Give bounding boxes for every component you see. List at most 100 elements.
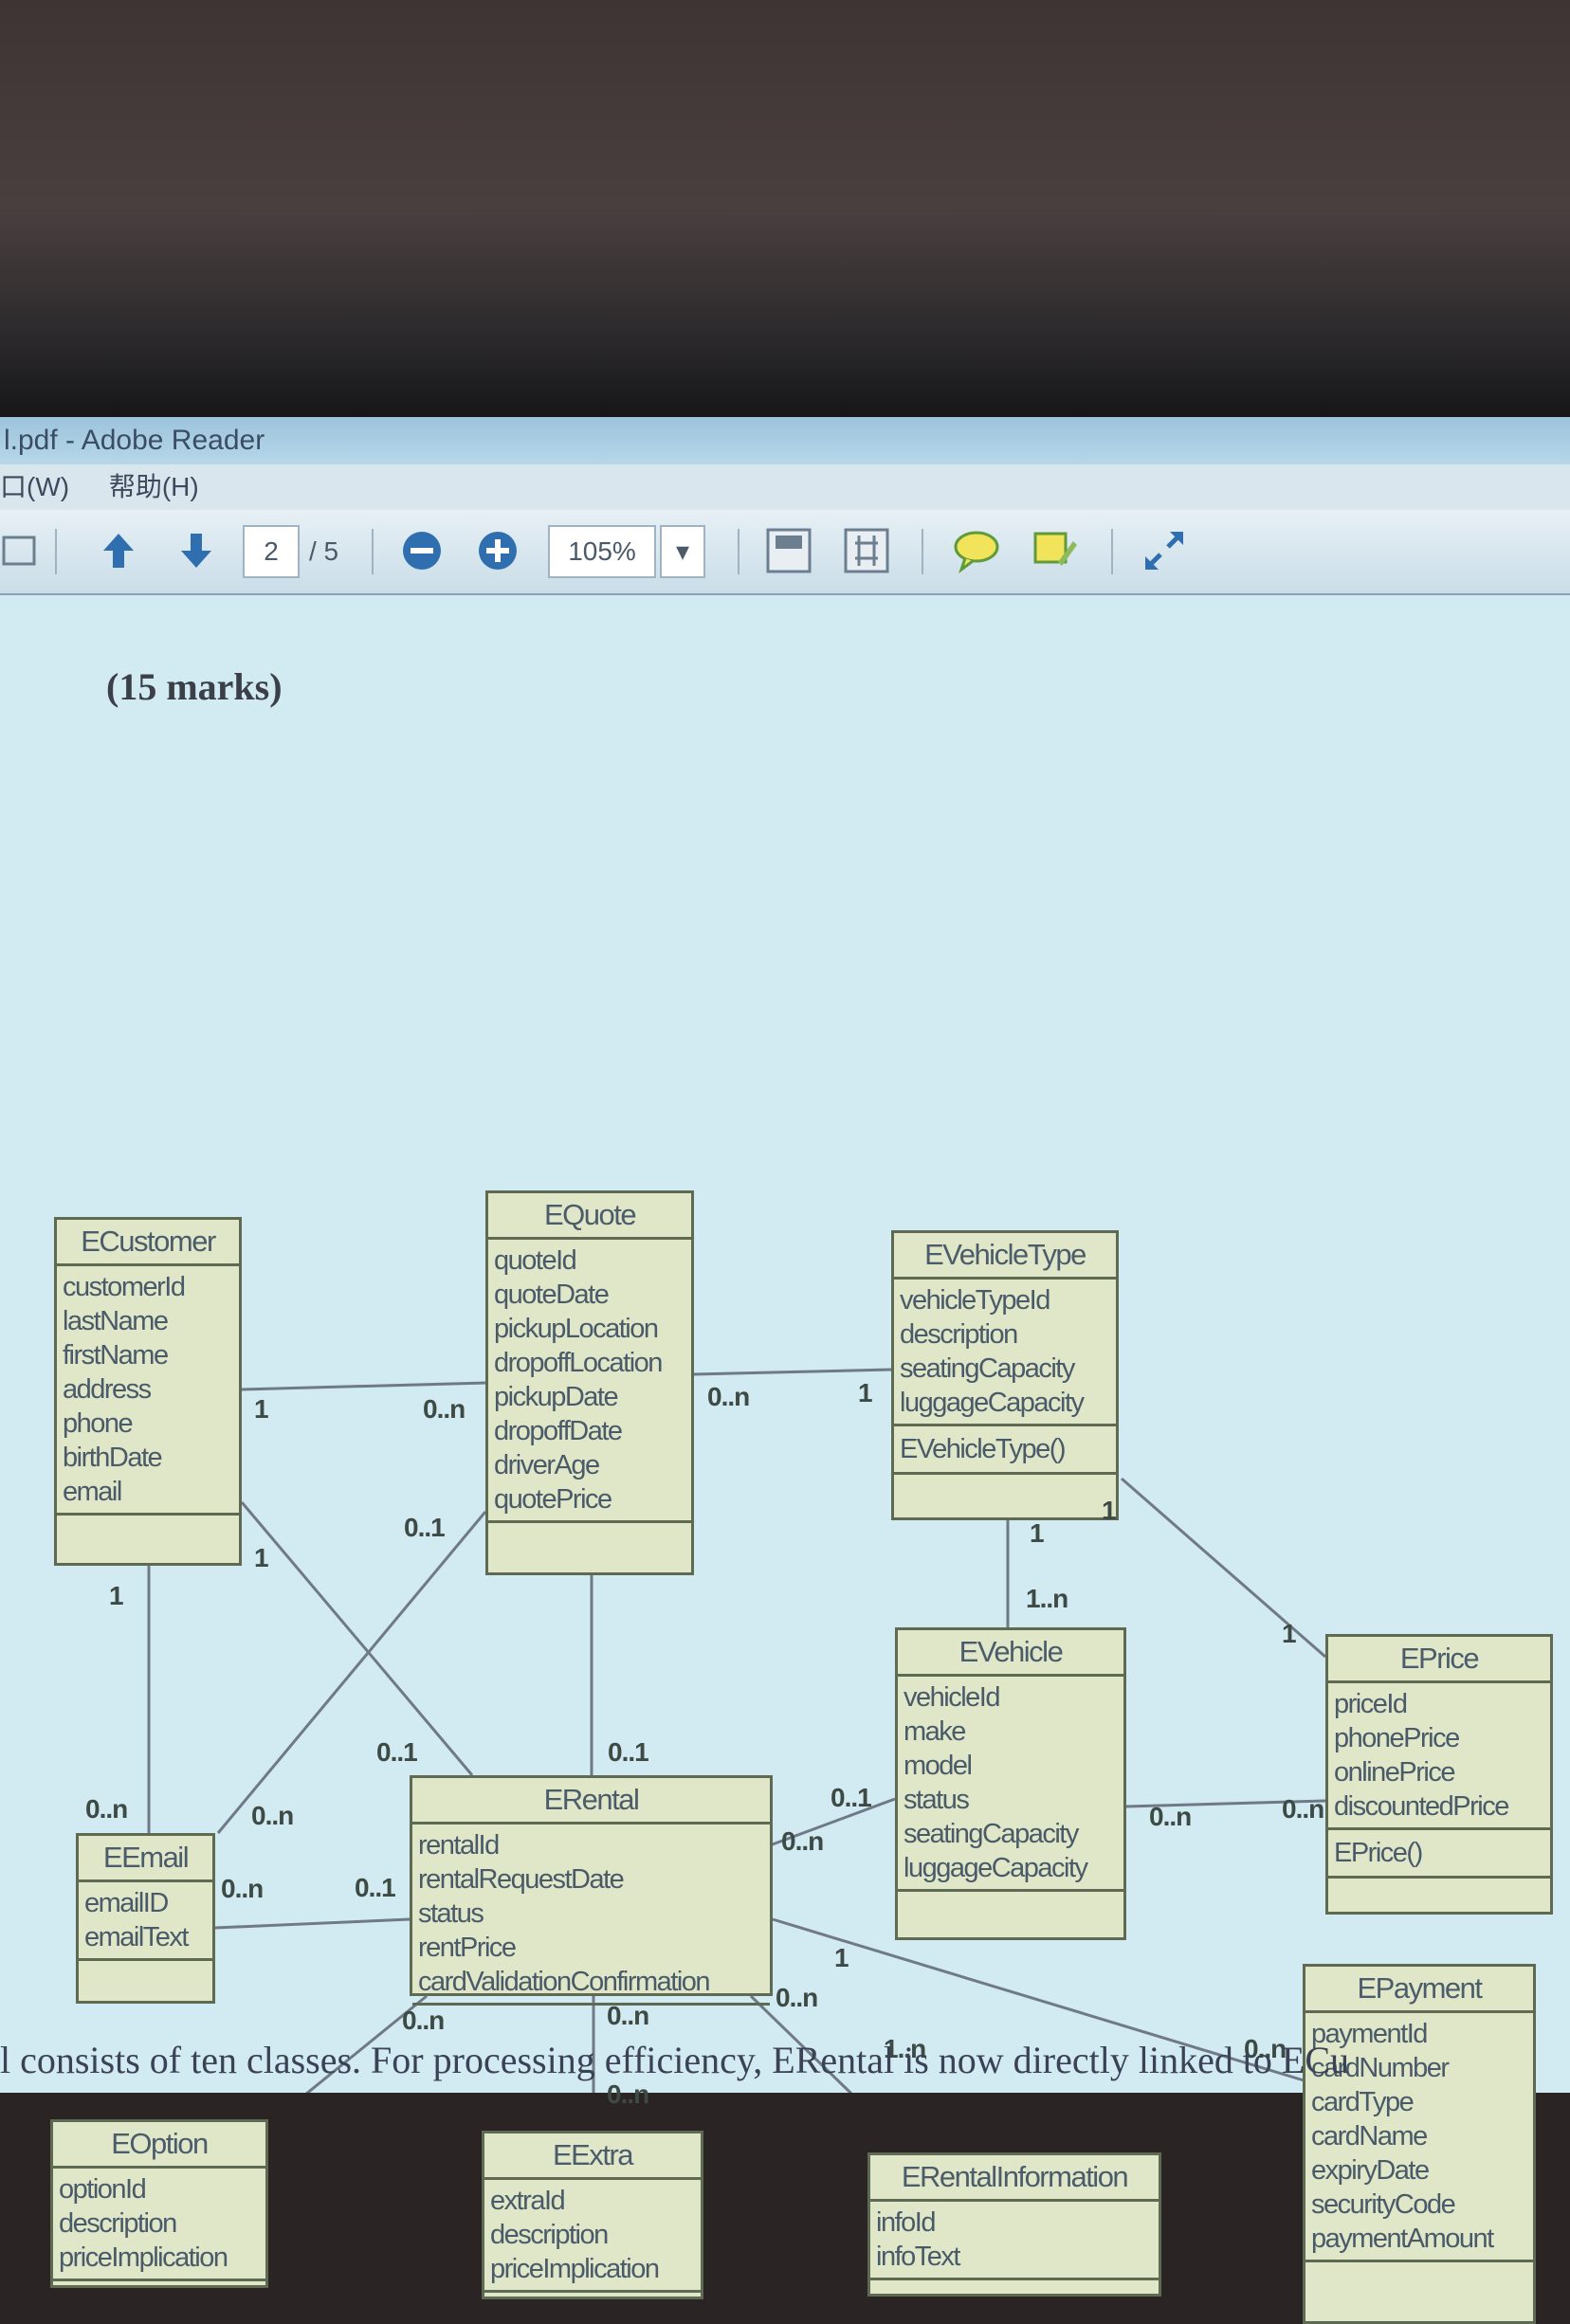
attribute-list: vehicleId make model status seatingCapac… [898, 1677, 1123, 1892]
attribute-list: emailID emailText [79, 1882, 212, 1961]
attribute: description [900, 1319, 1018, 1350]
attribute: quotePrice [494, 1484, 612, 1515]
multiplicity-label: 1 [1030, 1518, 1045, 1548]
assoc-vehicle-price [1125, 1799, 1328, 1808]
class-name: EPayment [1305, 1967, 1533, 2013]
attribute: securityCode [1311, 2189, 1456, 2220]
zoom-out-icon[interactable] [398, 525, 446, 576]
attribute: seatingCapacity [904, 1819, 1079, 1849]
assoc-customer-rental [240, 1501, 474, 1776]
attribute-list: infoId infoText [870, 2202, 1159, 2280]
assoc-quote-email [216, 1511, 487, 1834]
page-number-input[interactable]: 2 [243, 525, 300, 578]
attribute: model [904, 1751, 973, 1781]
attribute: dropoffDate [494, 1416, 623, 1446]
attribute: paymentId [1311, 2019, 1428, 2049]
class-name: ERentalInformation [870, 2155, 1159, 2202]
multiplicity-label: 1 [254, 1394, 269, 1424]
attribute: luggageCapacity [904, 1853, 1088, 1883]
zoom-dropdown-icon[interactable]: ▾ [660, 525, 705, 578]
attribute: rentalRequestDate [418, 1864, 625, 1895]
attribute: rentPrice [418, 1933, 517, 1963]
previous-page-icon[interactable] [95, 525, 142, 576]
page-total: / 5 [309, 536, 339, 566]
window-title: l.pdf - Adobe Reader [0, 417, 1570, 464]
multiplicity-label: 0..n [707, 1382, 750, 1411]
assoc-vehicletype-price [1121, 1477, 1326, 1659]
class-eoption[interactable]: EOption optionId description priceImplic… [50, 2119, 268, 2288]
multiplicity-label: 1 [1102, 1496, 1117, 1525]
document-page: (15 marks) ECustomer [0, 595, 1570, 2324]
sign-icon[interactable] [1024, 525, 1085, 576]
zoom-in-icon[interactable] [474, 525, 521, 576]
class-ecustomer[interactable]: ECustomer customerId lastName firstName … [54, 1217, 242, 1566]
attribute: emailText [84, 1922, 190, 1952]
class-name: EEmail [79, 1836, 212, 1882]
attribute: lastName [63, 1306, 169, 1336]
class-eprice[interactable]: EPrice priceId phonePrice onlinePrice di… [1325, 1634, 1553, 1915]
attribute: infoText [876, 2242, 960, 2272]
class-name: EQuote [488, 1193, 691, 1240]
multiplicity-label: 1 [109, 1581, 124, 1610]
toolbar-separator [1111, 529, 1113, 574]
attribute: description [59, 2208, 177, 2239]
body-text: l consists of ten classes. For processin… [0, 2039, 1350, 2081]
next-page-icon[interactable] [173, 525, 220, 576]
class-name: EOption [53, 2122, 265, 2169]
class-erentalinformation[interactable]: ERentalInformation infoId infoText [867, 2152, 1161, 2297]
class-name: EVehicleType [894, 1233, 1116, 1280]
class-name: EVehicle [898, 1630, 1123, 1677]
class-equote[interactable]: EQuote quoteId quoteDate pickupLocation … [485, 1190, 694, 1575]
attribute: customerId [63, 1272, 186, 1302]
multiplicity-label: 0..n [1149, 1802, 1192, 1831]
assoc-rental-vehicle [769, 1797, 896, 1847]
class-epayment[interactable]: EPayment paymentId cardNumber cardType c… [1303, 1964, 1536, 2324]
multiplicity-label: 0..n [423, 1394, 466, 1424]
menu-item-window[interactable]: 口(W) [0, 472, 70, 501]
multiplicity-label: 0..1 [608, 1737, 649, 1767]
attribute: luggageCapacity [900, 1388, 1085, 1418]
multiplicity-label: 0..n [85, 1794, 128, 1824]
menu-item-help[interactable]: 帮助(H) [108, 472, 199, 501]
multiplicity-label: 0..n [251, 1801, 294, 1830]
expand-icon[interactable] [1134, 525, 1195, 576]
class-evehicletype[interactable]: EVehicleType vehicleTypeId description s… [891, 1230, 1119, 1520]
multiplicity-label: 0..1 [376, 1737, 418, 1767]
toolbar-separator [372, 529, 374, 574]
assoc-quote-vehicletype [693, 1368, 892, 1376]
attribute: make [904, 1716, 966, 1747]
zoom-level-input[interactable]: 105% [548, 525, 656, 578]
class-name: EExtra [484, 2133, 701, 2180]
attribute: quoteDate [494, 1280, 610, 1310]
attribute-list: quoteId quoteDate pickupLocation dropoff… [488, 1240, 691, 1523]
marks-heading: (15 marks) [106, 665, 283, 708]
attribute: discountedPrice [1334, 1791, 1509, 1822]
multiplicity-label: 1..n [884, 2034, 926, 2063]
attribute: cardValidationConfirmation [418, 1967, 711, 1997]
toolbar: 2 / 5 105% ▾ [0, 510, 1570, 595]
email-icon[interactable] [0, 525, 38, 576]
multiplicity-label: 0..n [776, 1983, 818, 2012]
multiplicity-label: 1 [834, 1943, 849, 1972]
attribute-list: priceId phonePrice onlinePrice discounte… [1328, 1683, 1550, 1830]
attribute-list: customerId lastName firstName address ph… [57, 1266, 239, 1516]
attribute: pickupDate [494, 1382, 619, 1412]
operation: EVehicleType() [894, 1426, 1116, 1475]
class-erental[interactable]: ERental rentalId rentalRequestDate statu… [410, 1775, 773, 2006]
class-eemail[interactable]: EEmail emailID emailText [76, 1833, 215, 2004]
attribute: optionId [59, 2174, 147, 2205]
fit-page-icon[interactable] [758, 525, 819, 576]
assoc-email-rental [214, 1917, 411, 1930]
multiplicity-label: 0..1 [355, 1873, 396, 1902]
class-evehicle[interactable]: EVehicle vehicleId make model status sea… [895, 1627, 1126, 1940]
fit-width-icon[interactable] [836, 525, 897, 576]
attribute: vehicleTypeId [900, 1285, 1050, 1316]
operation: EPrice() [1328, 1830, 1550, 1879]
attribute: cardName [1311, 2121, 1428, 2152]
attribute: quoteId [494, 1245, 577, 1276]
comment-icon[interactable] [946, 525, 1007, 576]
multiplicity-label: 0..n [607, 2079, 649, 2109]
attribute: birthDate [63, 1443, 163, 1473]
class-eextra[interactable]: EExtra extraId description priceImplicat… [482, 2131, 703, 2299]
attribute: extraId [490, 2186, 566, 2216]
